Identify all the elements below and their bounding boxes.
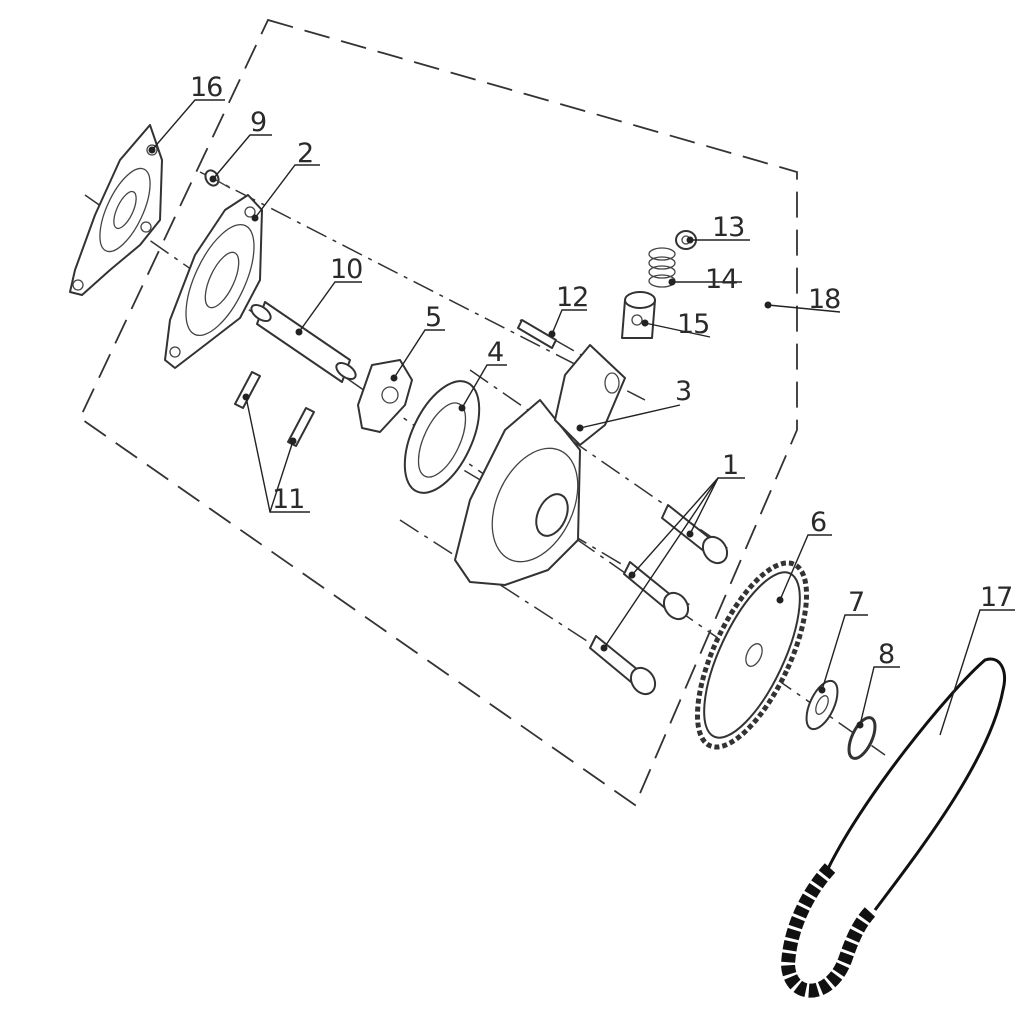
label-part-5: 5 xyxy=(425,302,441,333)
label-part-3: 3 xyxy=(675,376,691,407)
part-13-washer xyxy=(675,230,697,250)
label-part-7: 7 xyxy=(848,587,864,618)
part-15-sleeve xyxy=(621,291,656,339)
label-part-10: 10 xyxy=(330,254,362,285)
label-part-1: 1 xyxy=(722,450,738,481)
part-labels: 1 2 3 4 5 6 7 8 9 10 11 12 13 14 15 16 1… xyxy=(190,72,1013,670)
assembly-boundary xyxy=(78,18,798,807)
label-part-18: 18 xyxy=(808,284,840,315)
label-part-6: 6 xyxy=(810,507,826,538)
label-part-9: 9 xyxy=(250,107,266,138)
label-part-16: 16 xyxy=(190,72,222,103)
part-6-sprocket xyxy=(694,560,810,750)
label-part-13: 13 xyxy=(712,212,744,243)
label-part-11: 11 xyxy=(272,484,304,515)
label-part-12: 12 xyxy=(556,282,588,313)
axis-bolt-1 xyxy=(469,369,731,551)
part-17-chain xyxy=(780,657,1006,998)
label-part-2: 2 xyxy=(297,138,313,169)
label-part-14: 14 xyxy=(705,264,737,295)
label-part-8: 8 xyxy=(878,639,894,670)
leader-lines xyxy=(148,99,1015,736)
part-2-cover-plate xyxy=(164,194,263,369)
label-part-4: 4 xyxy=(487,337,503,368)
part-12-pin xyxy=(517,319,557,349)
part-10-shaft xyxy=(250,301,357,383)
part-9-screw xyxy=(204,169,231,189)
part-3-housing xyxy=(454,344,626,586)
part-11-pins xyxy=(234,371,315,447)
part-7-washer xyxy=(805,679,839,731)
part-8-circlip xyxy=(847,716,877,760)
label-part-17: 17 xyxy=(980,582,1012,613)
axis-upper xyxy=(199,171,646,401)
label-part-15: 15 xyxy=(677,309,709,340)
part-5-cam xyxy=(357,359,413,433)
part-16-gasket xyxy=(69,124,163,296)
